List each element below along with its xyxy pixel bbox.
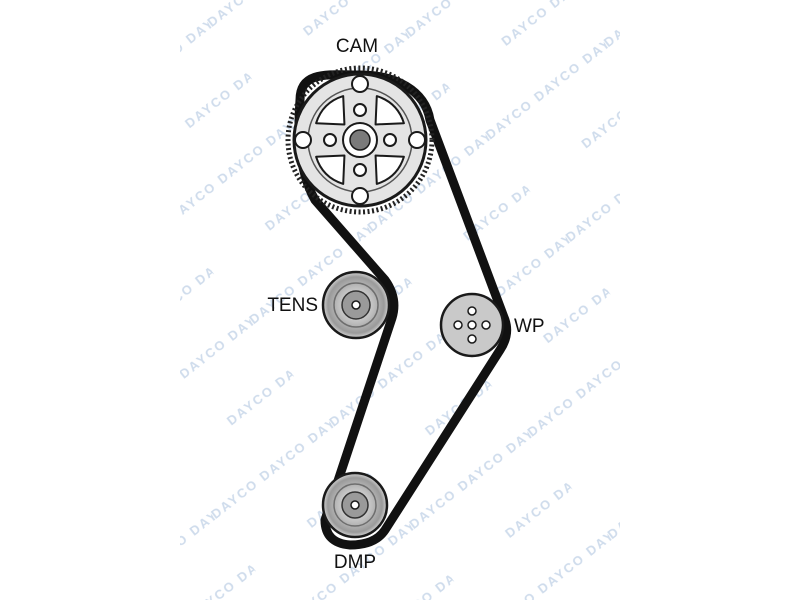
cam-bolt-hole [353,163,367,177]
tensioner-center [351,300,361,310]
water-pump-center [467,320,477,330]
tensioner-ring [333,282,379,328]
cam-bolt-hole [353,103,367,117]
cam-spoke-window [374,154,405,185]
cam-bolt-holes [294,75,426,205]
damper-center [350,500,360,510]
water-pump-pulley [439,292,505,358]
damper-ring [333,483,377,527]
water-pump-hole [467,334,477,344]
label-tens: TENS [267,295,318,316]
water-pump-hole [467,306,477,316]
cam-bolt-hole [351,187,369,205]
label-wp: WP [514,316,545,337]
cam-teeth [285,65,435,215]
cam-spoke-windows [315,95,405,185]
water-pump-hole [453,320,463,330]
water-pump-holes [453,306,491,344]
cam-shaft [349,129,371,151]
water-pump-hole [481,320,491,330]
cam-bolt-hole [351,75,369,93]
tensioner-pulley [321,270,391,340]
label-dmp: DMP [334,552,376,573]
cam-spoke-window [374,95,405,126]
cam-pulley [285,65,435,215]
cam-bolt-hole [323,133,337,147]
cam-bolt-hole [383,133,397,147]
cam-bolt-hole [408,131,426,149]
label-cam: CAM [336,36,378,57]
cam-spoke-window [315,95,346,126]
damper-pulley [321,471,389,539]
cam-spoke-window [315,154,346,185]
cam-bolt-hole [294,131,312,149]
